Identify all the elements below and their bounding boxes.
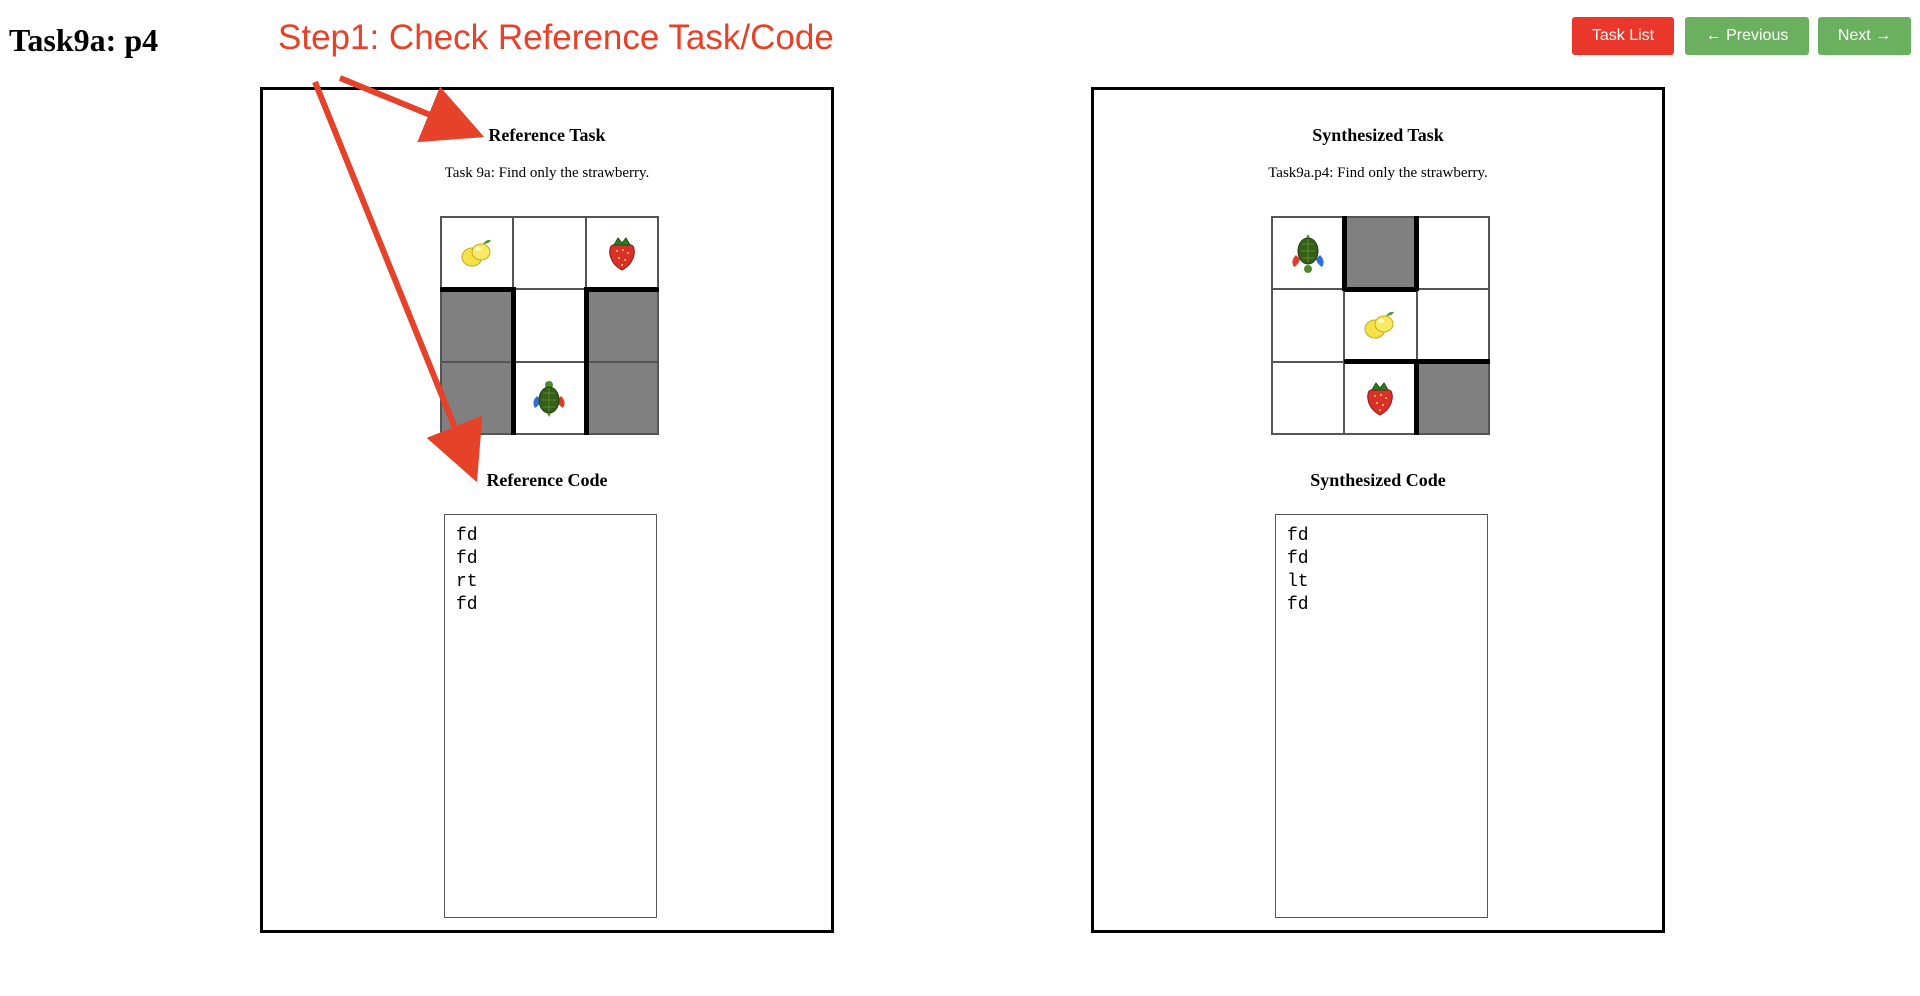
grid-cell [513, 217, 586, 290]
grid-cell [441, 217, 514, 290]
code-line: fd [1287, 595, 1309, 615]
wall-cell [441, 361, 514, 434]
strawberry-icon [1364, 379, 1396, 417]
wall-cell [1344, 217, 1417, 290]
wall-cell [1416, 361, 1489, 434]
grid-cell [1272, 289, 1345, 362]
code-line: rt [456, 572, 478, 592]
synthesized-code-heading: Synthesized Code [1310, 470, 1446, 490]
reference-panel: Reference Task Task 9a: Find only the st… [260, 87, 834, 933]
lemon-icon [459, 237, 495, 269]
wall-border [511, 287, 516, 435]
grid-cell [1272, 361, 1345, 434]
synthesized-grid [1271, 216, 1490, 435]
task-list-button[interactable]: Task List [1572, 17, 1674, 55]
wall-border [586, 287, 659, 292]
wall-border [1344, 287, 1417, 292]
wall-cell [441, 289, 514, 362]
wall-border [1414, 216, 1419, 291]
reference-grid [440, 216, 659, 435]
wall-cell [585, 361, 658, 434]
wall-border [1342, 216, 1347, 291]
synthesized-task-description: Task9a.p4: Find only the strawberry. [1268, 165, 1488, 181]
lemon-icon [1362, 309, 1398, 341]
strawberry-icon [606, 234, 638, 272]
synthesized-panel: Synthesized Task Task9a.p4: Find only th… [1091, 87, 1665, 933]
code-line: lt [1287, 572, 1309, 592]
wall-cell [585, 289, 658, 362]
next-button[interactable]: Next → [1818, 17, 1911, 55]
grid-cell [585, 217, 658, 290]
grid-cell [1272, 217, 1345, 290]
reference-code-heading: Reference Code [486, 470, 608, 490]
wall-border [584, 287, 589, 435]
turtle-icon [529, 378, 569, 418]
turtle-icon [1288, 233, 1328, 274]
grid-cell [513, 289, 586, 362]
synthesized-code-box: fd fd lt fd [1275, 514, 1488, 918]
grid-cell [1416, 289, 1489, 362]
grid-cell [513, 361, 586, 434]
code-line: fd [1287, 549, 1309, 569]
wall-border [440, 287, 514, 292]
grid-cell [1344, 361, 1417, 434]
reference-code-box: fd fd rt fd [444, 514, 657, 918]
wall-border [1414, 359, 1419, 435]
grid-cell [1416, 217, 1489, 290]
reference-task-description: Task 9a: Find only the strawberry. [444, 165, 650, 181]
code-line: fd [456, 526, 478, 546]
page-title: Task9a: p4 [9, 22, 159, 58]
previous-button[interactable]: ← Previous [1685, 17, 1809, 55]
grid-cell [1344, 289, 1417, 362]
code-line: fd [1287, 526, 1309, 546]
code-line: fd [456, 549, 478, 569]
reference-task-heading: Reference Task [488, 125, 606, 145]
step-annotation: Step1: Check Reference Task/Code [278, 18, 834, 57]
code-line: fd [456, 595, 478, 615]
synthesized-task-heading: Synthesized Task [1312, 125, 1444, 145]
